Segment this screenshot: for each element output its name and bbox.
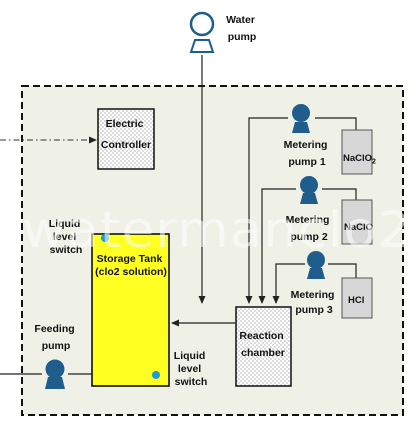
hcl-bottle [341,277,373,319]
bottle-1-connector [315,117,357,130]
naclo-bottle [341,199,373,245]
electric-controller-label-line2: Controller [101,139,151,151]
metering-pump-2-icon [300,176,318,204]
water-pump-label-line1: Water [226,14,255,26]
naclo2-bottle [341,129,373,175]
level-switch-top-label: Liquid level switch [49,218,83,256]
watermark: watermanclo2 [22,201,412,259]
level-switch-bottom-label-line1: Liquid [174,350,206,362]
storage-tank [91,233,170,387]
reaction-chamber-label: Reaction chamber [239,330,286,359]
level-switch-top-label-line1: Liquid [49,218,81,230]
level-switch-bottom-label-line3: switch [175,376,208,388]
hcl-label: HCl [348,295,364,306]
level-sensor-top [101,234,109,242]
bottle-3-connector [328,263,357,278]
metering-pump-3-label-line1: Metering [291,289,335,301]
level-switch-top-label-line2: level [53,231,76,243]
reaction-chamber-box [235,306,292,387]
naclo-label: NaClO [344,222,373,233]
naclo2-label: NaClO2 [343,153,376,166]
metering-pump-2-label: Metering pump 2 [286,214,333,243]
metering-pump-1-label: Metering pump 1 [284,139,331,168]
metering-pump-2-label-line2: pump 2 [290,231,327,243]
metering-pump-2-line [258,188,296,304]
storage-tank-label-line1: Storage Tank [97,253,163,265]
water-pump-label: Water pump [226,14,258,43]
system-enclosure [21,85,404,416]
metering-pump-1-label-line1: Metering [284,139,328,151]
metering-pump-3-label: Metering pump 3 [291,289,338,316]
electric-controller-box [97,108,155,170]
electric-controller-label-line1: Electric [106,118,144,130]
water-pump-label-line2: pump [228,31,257,43]
level-switch-bottom-label-line2: level [178,363,201,375]
reaction-chamber-label-line1: Reaction [239,330,283,342]
feeding-pump-label: Feeding pump [34,323,77,352]
metering-pump-3-label-line2: pump 3 [295,304,332,316]
metering-pump-3-icon [307,251,325,279]
metering-pump-1-label-line2: pump 1 [288,156,325,168]
storage-tank-label: Storage Tank (clo2 solution) [95,253,167,278]
level-switch-bottom-label: Liquid level switch [174,350,208,388]
level-switch-top-label-line3: switch [50,244,83,256]
bottle-2-connector [322,188,357,200]
water-pump-icon [189,11,215,53]
reaction-chamber-label-line2: chamber [241,347,285,359]
metering-pump-1-line [245,117,288,304]
feeding-pump-label-line1: Feeding [34,323,74,335]
electric-controller-label: Electric Controller [101,118,151,151]
metering-pump-1-icon [292,104,310,133]
storage-tank-label-line2: (clo2 solution) [95,266,167,278]
feeding-pump-label-line2: pump [42,340,71,352]
level-sensor-bottom [152,371,160,379]
metering-pump-2-label-line1: Metering [286,214,330,226]
metering-pump-3-line [272,263,305,304]
feeding-pump-icon [45,359,65,389]
